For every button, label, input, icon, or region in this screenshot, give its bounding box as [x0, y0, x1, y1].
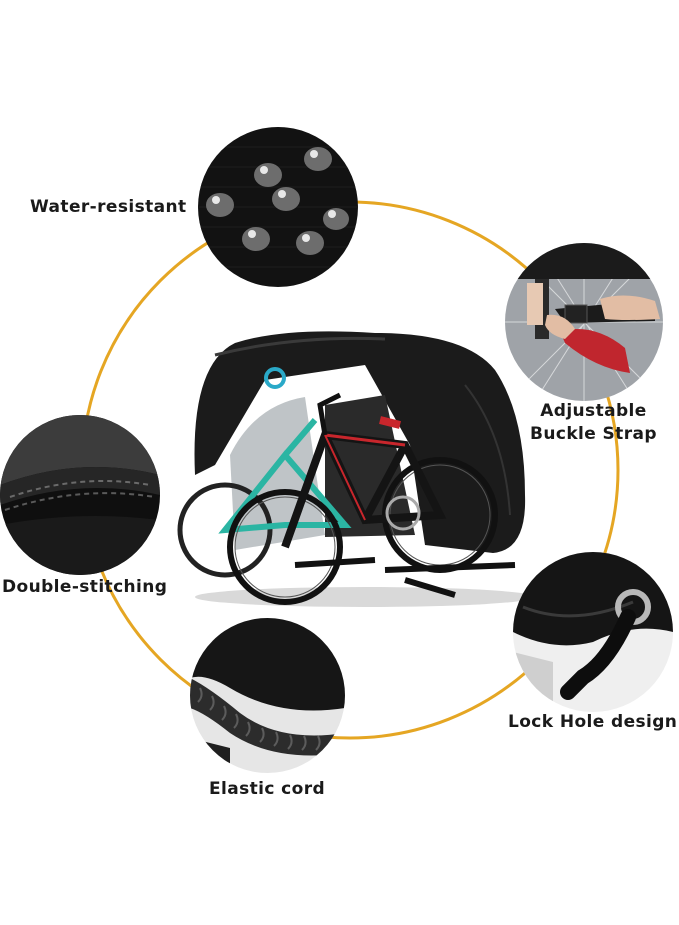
buckle-strap-label-line1: Adjustable — [540, 401, 647, 421]
bike-cover-illustration — [177, 331, 535, 607]
double-stitching-photo — [0, 415, 160, 575]
elastic-cord-icon — [190, 618, 345, 773]
cover-reflective-ring-icon — [264, 367, 286, 389]
water-droplets-icon — [198, 127, 358, 287]
buckle-strap-icon — [505, 243, 663, 401]
lock-hole-photo — [513, 552, 673, 712]
double-stitching-label: Double-stitching — [2, 577, 168, 597]
bike-cover-photo — [175, 325, 535, 615]
front-wheel — [227, 489, 343, 605]
buckle-strap-label: Adjustable Buckle Strap — [530, 400, 657, 446]
elastic-cord-label: Elastic cord — [209, 779, 326, 799]
buckle-strap-photo — [505, 243, 663, 401]
stitching-icon — [0, 415, 160, 575]
water-resistant-label: Water-resistant — [30, 197, 187, 217]
water-resistant-photo — [198, 127, 358, 287]
lock-hole-label: Lock Hole design — [508, 712, 678, 732]
bike-stand — [294, 557, 516, 598]
cover-shell — [194, 331, 526, 553]
elastic-cord-photo — [190, 618, 345, 773]
lock-hole-icon — [513, 552, 673, 712]
buckle-strap-label-line2: Buckle Strap — [530, 424, 657, 444]
